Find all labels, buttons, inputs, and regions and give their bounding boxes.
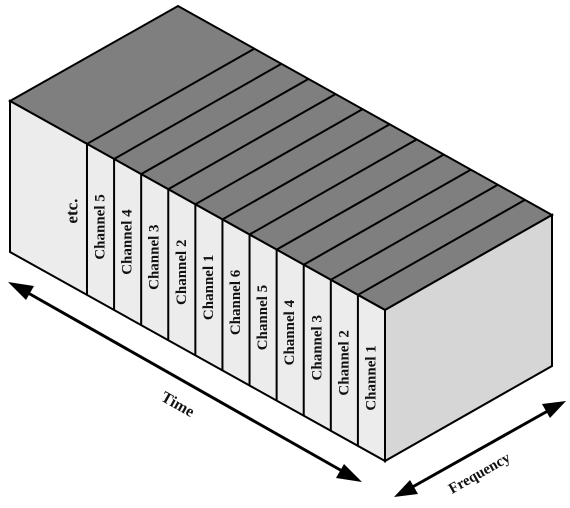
- frequency-label: Frequency: [446, 450, 514, 498]
- slice-divider: [302, 168, 472, 416]
- time-label: Time: [158, 389, 197, 421]
- etc-label: etc.: [63, 199, 82, 224]
- slice-divider: [140, 78, 309, 326]
- channel-label: Channel 4: [282, 299, 298, 365]
- channel-label: Channel 5: [255, 285, 271, 350]
- channel-label: Channel 1: [363, 345, 379, 410]
- channel-label: Channel 3: [147, 224, 163, 289]
- slice-divider: [356, 199, 526, 446]
- channel-label: Channel 2: [336, 330, 352, 395]
- channel-label: Channel 5: [93, 194, 109, 259]
- slice-divider: [194, 108, 363, 356]
- slice-divider: [329, 183, 499, 431]
- block-side-face: [384, 213, 553, 463]
- channel-dividers: [85, 48, 526, 446]
- channel-label: Channel 6: [228, 269, 244, 335]
- channel-label: Channel 1: [201, 255, 217, 320]
- slice-divider: [248, 138, 418, 386]
- channel-label: Channel 2: [174, 240, 190, 305]
- slice-divider: [167, 93, 336, 341]
- channel-label: Channel 4: [120, 209, 136, 275]
- channel-labels: etc. Channel 5 Channel 4 Channel 3 Channel 2…: [63, 194, 380, 410]
- slice-divider: [221, 123, 390, 371]
- slice-divider: [275, 153, 445, 401]
- slice-divider: [113, 63, 282, 311]
- slice-divider: [85, 48, 255, 295]
- channel-label: Channel 3: [309, 315, 325, 380]
